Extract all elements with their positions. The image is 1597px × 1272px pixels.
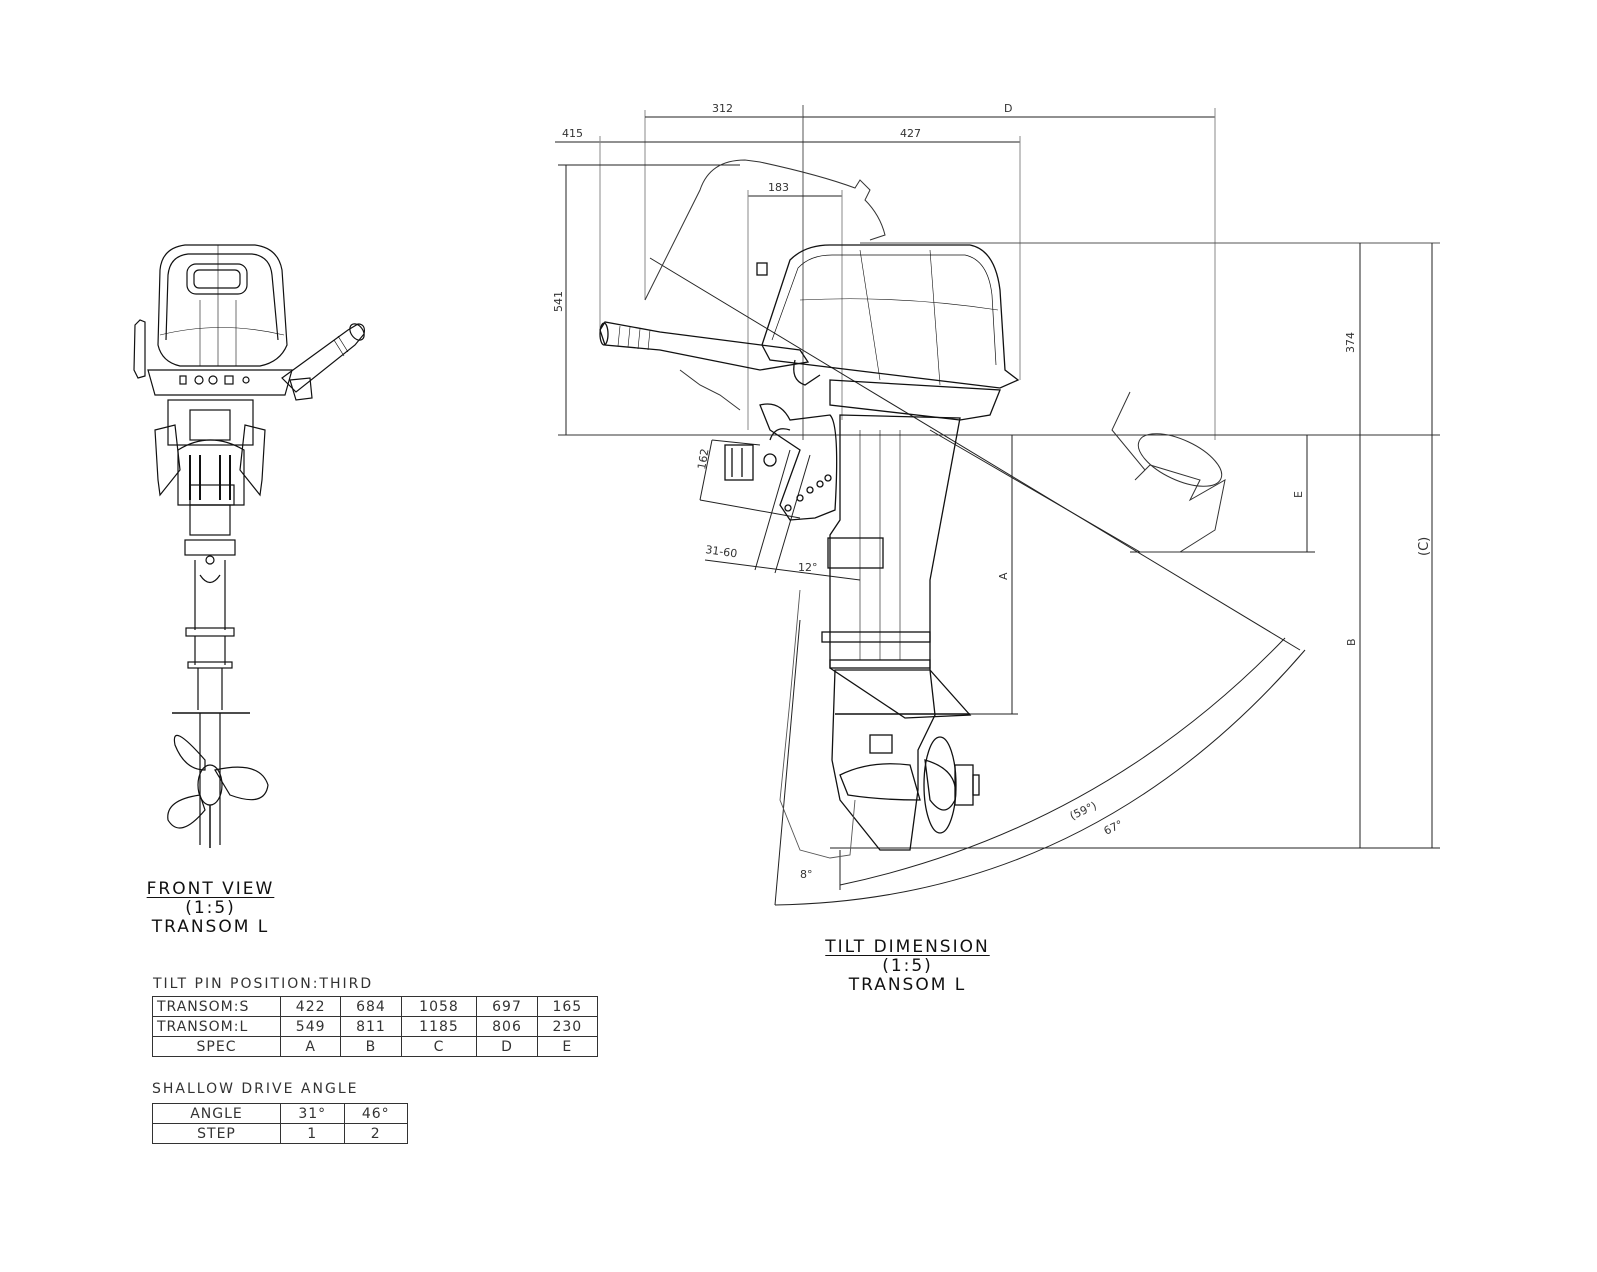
- angle-67: 67°: [1102, 818, 1125, 838]
- front-view-title: FRONT VIEW: [146, 879, 275, 899]
- angle-59: (59°): [1068, 799, 1099, 823]
- cell: 1058: [400, 996, 478, 1017]
- front-view-subtitle: TRANSOM L: [151, 917, 270, 937]
- dim-E: E: [1292, 491, 1305, 498]
- tilt-dimension-scale: (1:5): [882, 956, 933, 976]
- cell: D: [476, 1036, 538, 1057]
- cell: 422: [279, 996, 342, 1017]
- table-row: SPEC A B C D E: [152, 1036, 599, 1057]
- shallow-drive-table-title: SHALLOW DRIVE ANGLE: [152, 1081, 359, 1097]
- dim-162: 162: [695, 448, 711, 471]
- tilt-pin-table-title: TILT PIN POSITION:THIRD: [153, 976, 374, 992]
- tilt-dimension-subtitle: TRANSOM L: [848, 975, 967, 995]
- cell: 697: [476, 996, 538, 1017]
- tilt-dimension-drawing: [555, 105, 1440, 906]
- cell: 684: [340, 996, 402, 1017]
- cell: E: [536, 1036, 599, 1057]
- angle-12: 12°: [798, 561, 818, 574]
- tilt-pin-table: TRANSOM:S 422 684 1058 697 165 TRANSOM:L…: [152, 996, 599, 1057]
- cell: 165: [536, 996, 599, 1017]
- cell: 230: [536, 1016, 599, 1037]
- tilted-motor-outline: [644, 159, 1226, 553]
- row-label: ANGLE: [152, 1103, 281, 1124]
- cell: A: [279, 1036, 342, 1057]
- angle-8: 8°: [800, 868, 813, 881]
- tilt-dimension-title: TILT DIMENSION: [825, 937, 990, 957]
- dim-B: B: [1345, 638, 1358, 646]
- tilt-dimension-caption: TILT DIMENSION (1:5) TRANSOM L: [800, 938, 1015, 995]
- table-row: ANGLE 31° 46°: [152, 1103, 408, 1124]
- cell: 46°: [343, 1103, 408, 1124]
- cell: 31°: [280, 1103, 345, 1124]
- dim-374: 374: [1344, 332, 1357, 353]
- dim-31-60: 31-60: [705, 543, 738, 560]
- dimension-labels: 312 D 415 427 183 541 374 162 31-60 12° …: [552, 102, 1432, 881]
- cell: 806: [476, 1016, 538, 1037]
- dim-541: 541: [552, 291, 565, 312]
- dim-D: D: [1004, 102, 1012, 115]
- dim-A: A: [997, 572, 1010, 580]
- row-label: STEP: [152, 1123, 281, 1144]
- cell: 1: [280, 1123, 345, 1144]
- dim-312: 312: [712, 102, 733, 115]
- dim-427: 427: [900, 127, 921, 140]
- dim-415: 415: [562, 127, 583, 140]
- table-row: STEP 1 2: [152, 1123, 408, 1144]
- dim-C: (C): [1417, 537, 1432, 556]
- shallow-drive-table: ANGLE 31° 46° STEP 1 2: [152, 1103, 408, 1144]
- front-view-caption: FRONT VIEW (1:5) TRANSOM L: [128, 880, 293, 937]
- cell: B: [340, 1036, 402, 1057]
- cell: 1185: [400, 1016, 478, 1037]
- dim-183: 183: [768, 181, 789, 194]
- cell: 549: [279, 1016, 342, 1037]
- cell: 2: [343, 1123, 408, 1144]
- cell: 811: [340, 1016, 402, 1037]
- front-view-scale: (1:5): [185, 898, 236, 918]
- front-view-outboard-motor: [133, 244, 365, 848]
- row-label: SPEC: [152, 1036, 281, 1057]
- cell: C: [400, 1036, 478, 1057]
- table-row: TRANSOM:S 422 684 1058 697 165: [152, 996, 599, 1017]
- row-label: TRANSOM:S: [152, 996, 281, 1017]
- table-row: TRANSOM:L 549 811 1185 806 230: [152, 1016, 599, 1037]
- side-view-outboard-motor: [599, 244, 1020, 859]
- row-label: TRANSOM:L: [152, 1016, 281, 1037]
